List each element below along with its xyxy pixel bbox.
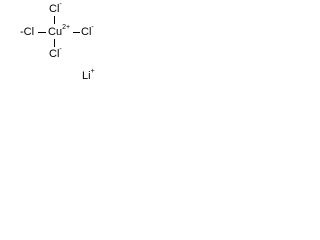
chloride-bottom: Cl- xyxy=(49,46,62,60)
bond-cu-cl-left xyxy=(38,32,46,33)
lithium-symbol: Li xyxy=(82,70,91,82)
chloride-bottom-charge: - xyxy=(59,46,62,54)
copper-center: Cu2+ xyxy=(48,24,71,38)
chloride-right: Cl- xyxy=(81,24,94,38)
lithium-ion: Li+ xyxy=(82,68,95,82)
copper-symbol: Cu xyxy=(48,26,63,38)
bond-cu-cl-bottom xyxy=(54,39,55,47)
chloride-right-symbol: Cl xyxy=(81,26,92,38)
chloride-top-symbol: Cl xyxy=(49,3,60,15)
chloride-left-prefix: - xyxy=(20,26,24,38)
chloride-left-symbol: Cl xyxy=(23,26,35,38)
chloride-right-charge: - xyxy=(91,24,94,32)
chloride-left: -Cl xyxy=(20,26,34,38)
lithium-charge: + xyxy=(90,68,95,76)
bond-cu-cl-top xyxy=(54,16,55,24)
chloride-bottom-symbol: Cl xyxy=(49,48,60,60)
chloride-top: Cl- xyxy=(49,1,62,15)
chloride-top-charge: - xyxy=(59,1,62,9)
bond-cu-cl-right xyxy=(73,32,80,33)
copper-charge: 2+ xyxy=(62,24,71,32)
